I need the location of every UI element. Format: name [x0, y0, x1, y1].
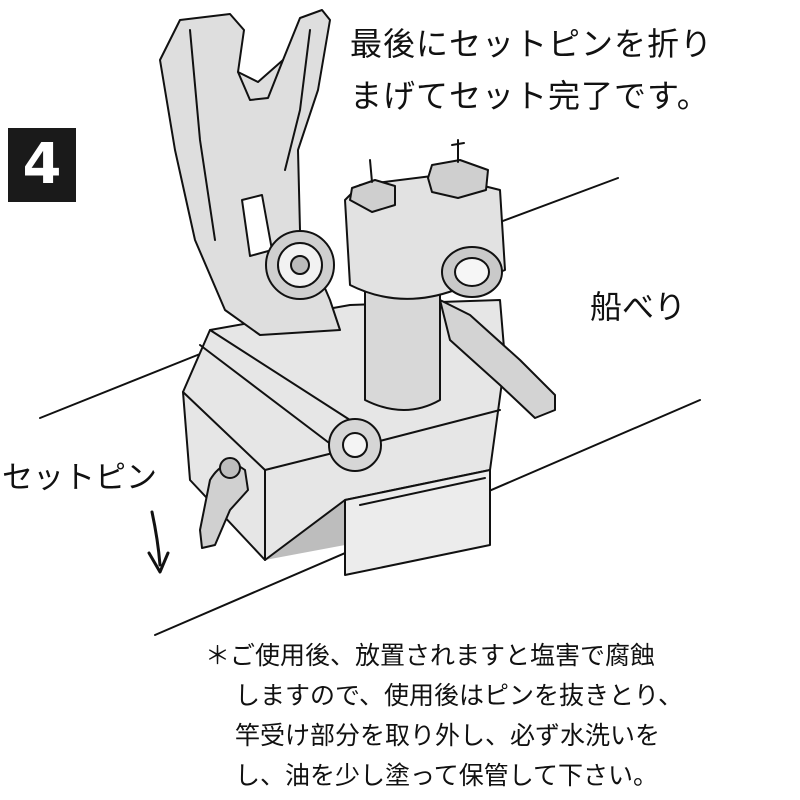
- set-pin-label: セットピン: [2, 460, 157, 496]
- gunwale-line-upper: [39, 351, 206, 419]
- note-line-2: しますので、使用後はピンを抜きとり、: [235, 681, 684, 710]
- instruction-heading: 最後にセットピンを折り まげてセット完了です。: [350, 18, 790, 122]
- clamp-jaw: [344, 469, 491, 576]
- vertical-post: [364, 289, 441, 411]
- heading-line-1: 最後にセットピンを折り: [350, 25, 714, 63]
- down-arrow-icon: [150, 510, 162, 567]
- care-note: ＊ご使用後、放置されますと塩害で腐蝕 しますので、使用後はピンを抜きとり、 竿受…: [205, 636, 795, 796]
- note-line-4: し、油を少し塗って保管して下さい。: [235, 761, 659, 790]
- gunwale-line-top: [491, 177, 619, 226]
- step-number-badge: 4: [8, 128, 76, 202]
- top-knob-left: [349, 179, 396, 213]
- heading-line-2: まげてセット完了です。: [350, 77, 710, 115]
- gunwale-label: 船べり: [590, 288, 687, 326]
- lock-lever: [439, 299, 556, 419]
- note-line-1: ＊ご使用後、放置されますと塩害で腐蝕: [205, 641, 656, 670]
- top-knob-right: [427, 159, 489, 199]
- note-line-3: 竿受け部分を取り外し、必ず水洗いを: [235, 721, 661, 750]
